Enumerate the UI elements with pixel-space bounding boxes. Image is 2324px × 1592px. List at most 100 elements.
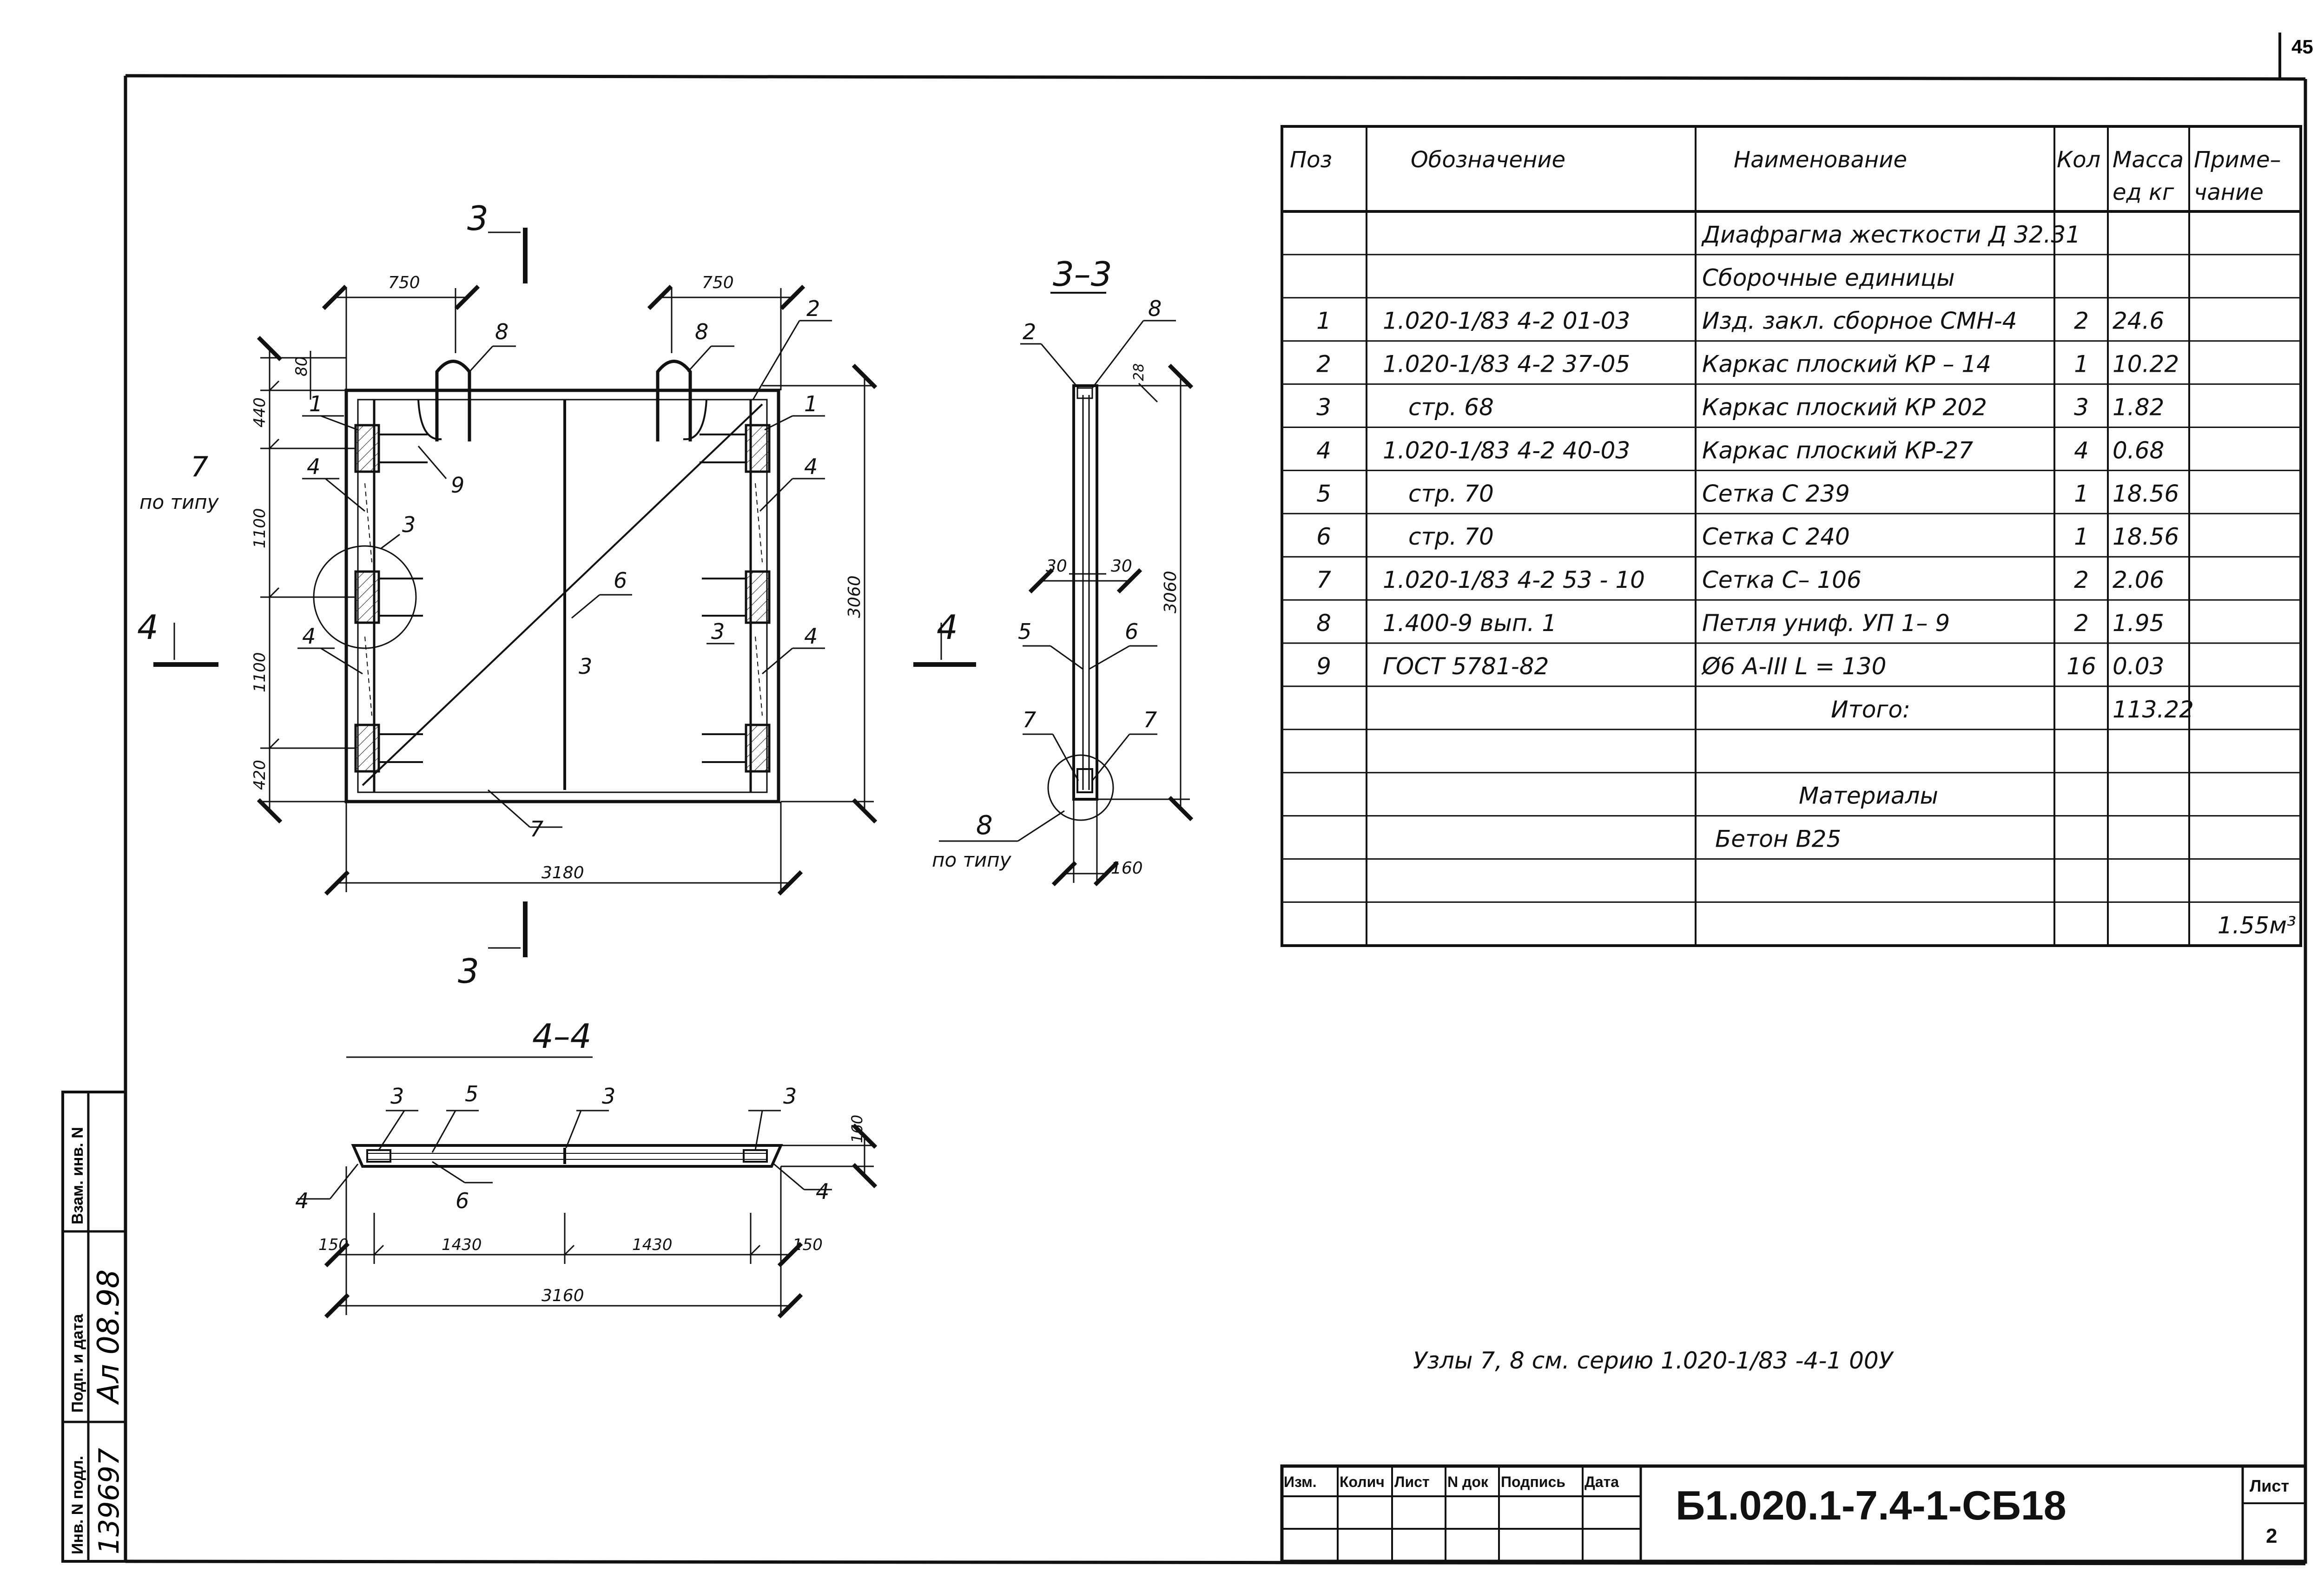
table-cell-pos: 5 [1316,480,1331,507]
section-3-bottom-label: 3 [458,952,479,991]
stamp-replace-label: Взам. инв. N [69,1127,86,1224]
table-cell-name: Диафрагма жесткости Д 32.31 [1701,221,2080,248]
drawing-frame [124,74,2307,1566]
table-cell-name: Каркас плоский КР – 14 [1702,351,1991,378]
table-cell-name: Сборочные единицы [1702,264,1955,291]
table-cell-qty: 1 [2074,523,2089,550]
section-4-4-title: 4–4 [532,1017,592,1056]
table-cell-name: Петля униф. УП 1– 9 [1702,610,1950,637]
s44-callout-3-mid: 3 [602,1084,615,1109]
s33-dim-28: 28 [1131,363,1147,381]
th-mass-1: Масса [2113,147,2184,173]
table-cell-designation: стр. 70 [1408,523,1494,550]
section-4-4-view [297,1056,878,1319]
dim-1100-a: 1100 [251,508,269,548]
callout-9: 9 [451,473,464,498]
table-cell-qty: 16 [2067,653,2096,680]
table-cell-pos: 6 [1316,523,1331,550]
s33-callout-7-left: 7 [1023,707,1036,732]
dim-80: 80 [292,356,311,376]
footnote: Узлы 7, 8 см. серию 1.020-1/83 -4-1 00У [1413,1347,1895,1374]
section-3-3-view [939,292,1194,887]
table-cell-designation: 1.020-1/83 4-2 01-03 [1383,308,1630,335]
table-cell-qty: 2 [2074,308,2089,335]
table-cell-name: Итого: [1831,696,1910,723]
table-cell-designation: 1.020-1/83 4-2 37-05 [1383,351,1630,378]
panel-outline [344,388,780,803]
s44-callout-3-right: 3 [783,1084,797,1109]
table-cell-mass: 18.56 [2113,523,2179,550]
callout-7-bottom: 7 [530,816,543,842]
table-cell-designation: стр. 70 [1408,480,1494,507]
dim-420: 420 [251,760,269,790]
table-cell-pos: 1 [1316,308,1331,335]
th-mass-2: ед кг [2113,179,2174,205]
callout-3-b: 3 [711,619,725,644]
callout-4-d: 4 [804,624,818,649]
s33-callout-8-node: 8 [976,810,993,841]
th-designation: Обозначение [1411,147,1565,173]
table-cell-name: Сетка С– 106 [1702,566,1862,593]
section-3-3-title: 3–3 [1053,255,1112,294]
table-cell-name: Каркас плоский КР 202 [1702,394,1987,421]
table-cell-mass: 10.22 [2113,351,2179,378]
table-cell-pos: 7 [1316,566,1331,593]
table-cell-designation: 1.020-1/83 4-2 53 - 10 [1383,566,1645,593]
s44-dim-1430-b: 1430 [632,1236,673,1254]
s44-dim-150-left: 150 [318,1236,349,1254]
tb-col-list: Лист [1394,1474,1430,1490]
table-cell-mass: 24.6 [2113,308,2164,335]
table-cell-name: Сетка С 240 [1702,523,1850,550]
dim-440: 440 [251,397,269,428]
side-stamp: Инв. N подл. 139697 Подп. и дата Ал 08.9… [61,1091,127,1563]
table-cell-designation: 1.400-9 вып. 1 [1383,610,1557,637]
s44-callout-4-left: 4 [295,1188,309,1213]
tb-sheet-label: Лист [2250,1476,2289,1495]
s33-callout-8: 8 [1148,296,1162,321]
page-number: 45 [2291,36,2313,58]
section-4-left-label: 4 [137,608,158,647]
table-cell-name: Каркас плоский КР-27 [1702,437,1973,464]
callout-6: 6 [614,568,627,593]
table-cell-mass: 0.68 [2113,437,2164,464]
dim-top-right-750: 750 [702,273,734,292]
table-cell-pos: 4 [1316,437,1331,464]
table-cell-qty: 3 [2074,394,2089,421]
table-cell-designation: ГОСТ 5781-82 [1383,653,1549,680]
table-cell-qty: 1 [2074,480,2089,507]
s33-dim-160: 160 [1111,859,1143,878]
callout-3-a: 3 [402,512,416,537]
table-cell-pos: 2 [1316,351,1331,378]
table-cell-qty: 1 [2074,351,2089,378]
title-block [1280,1464,2307,1563]
callout-1-left: 1 [309,391,323,416]
callout-8-left: 8 [495,319,508,344]
th-note-1: Приме– [2194,147,2281,173]
callout-8-right: 8 [695,319,708,344]
s33-dim-30-a: 30 [1046,557,1067,576]
tb-sheet-number: 2 [2266,1525,2277,1547]
callout-4-a: 4 [307,454,320,479]
table-cell-pos: 8 [1316,610,1331,637]
s33-callout-5: 5 [1018,619,1031,644]
th-qty: Кол [2057,147,2100,173]
table-cell-mass: 1.95 [2113,610,2164,637]
th-pos: Поз [1290,147,1332,173]
table-cell-note: 1.55м³ [2218,912,2296,939]
s44-callout-6: 6 [456,1188,469,1213]
table-cell-name: Материалы [1799,783,1938,809]
s44-dim-1430-a: 1430 [442,1236,482,1254]
front-view [153,228,1114,957]
table-cell-qty: 2 [2074,610,2089,637]
tb-col-kolich: Колич [1340,1474,1385,1490]
dim-3180: 3180 [541,863,584,882]
table-cell-mass: 0.03 [2113,653,2164,680]
dim-3060: 3060 [845,575,864,618]
table-cell-name: Сетка С 239 [1702,480,1850,507]
s44-callout-5: 5 [465,1081,478,1106]
callout-2: 2 [806,296,820,321]
s33-dim-3060: 3060 [1161,571,1180,613]
section-3-top-label: 3 [467,199,489,238]
callout-1-right: 1 [804,391,818,416]
